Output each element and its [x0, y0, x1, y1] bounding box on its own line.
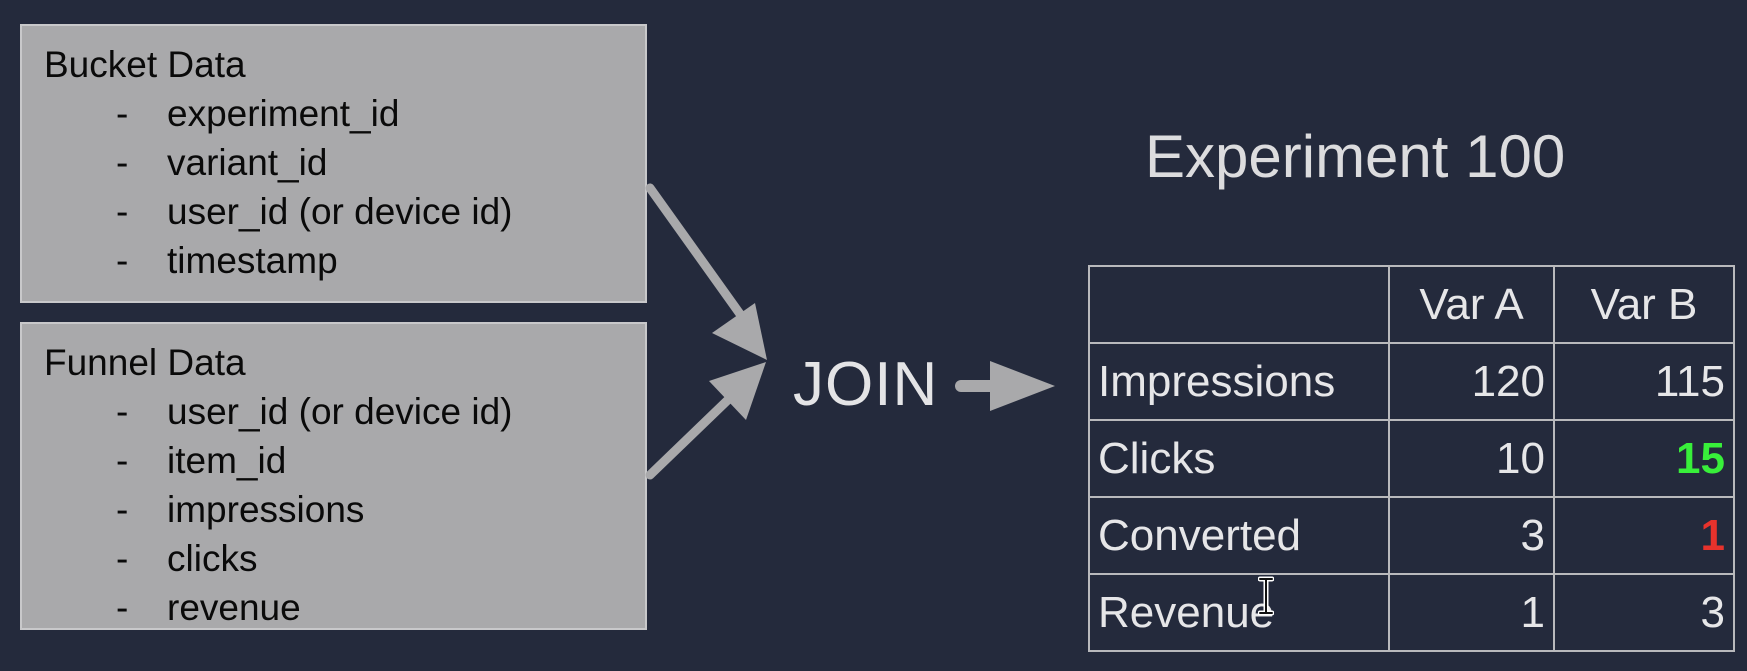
metric-cell: Revenue — [1088, 573, 1390, 652]
var-b-cell: 115 — [1553, 342, 1735, 421]
table-row: Impressions 120 115 — [1088, 342, 1735, 421]
bullet-dash: - — [116, 191, 129, 232]
join-label: JOIN — [793, 350, 939, 419]
field-name: timestamp — [167, 240, 338, 281]
list-item: - user_id (or device id) — [44, 387, 645, 436]
field-name: user_id (or device id) — [167, 391, 513, 432]
field-name: user_id (or device id) — [167, 191, 513, 232]
list-item: - user_id (or device id) — [44, 187, 645, 236]
header-cell-metric — [1088, 265, 1390, 344]
list-item: - revenue — [44, 583, 645, 632]
field-name: experiment_id — [167, 93, 400, 134]
bullet-dash: - — [116, 440, 129, 481]
funnel-arrow-head — [709, 362, 766, 420]
bullet-dash: - — [116, 538, 129, 579]
metric-cell: Clicks — [1088, 419, 1390, 498]
list-item: - impressions — [44, 485, 645, 534]
funnel-data-title: Funnel Data — [44, 342, 246, 383]
var-a-cell: 1 — [1388, 573, 1555, 652]
var-b-cell: 3 — [1553, 573, 1735, 652]
bucket-data-title: Bucket Data — [44, 44, 246, 85]
bullet-dash: - — [116, 93, 129, 134]
funnel-data-box: Funnel Data - user_id (or device id) - i… — [20, 322, 647, 630]
var-b-cell-highlight-up: 15 — [1553, 419, 1735, 498]
bullet-dash: - — [116, 142, 129, 183]
experiment-title: Experiment 100 — [1145, 123, 1566, 190]
field-name: clicks — [167, 538, 258, 579]
bucket-field-list: - experiment_id - variant_id - user_id (… — [44, 89, 645, 285]
field-name: variant_id — [167, 142, 328, 183]
results-table: Var A Var B Impressions 120 115 Clicks 1… — [1088, 265, 1735, 652]
var-a-cell: 3 — [1388, 496, 1555, 575]
bullet-dash: - — [116, 489, 129, 530]
funnel-field-list: - user_id (or device id) - item_id - imp… — [44, 387, 645, 632]
metric-cell: Converted — [1088, 496, 1390, 575]
table-row: Clicks 10 15 — [1088, 419, 1735, 498]
list-item: - experiment_id — [44, 89, 645, 138]
field-name: impressions — [167, 489, 365, 530]
bucket-arrow-shaft — [645, 183, 745, 319]
bullet-dash: - — [116, 587, 129, 628]
var-a-cell: 120 — [1388, 342, 1555, 421]
join-arrow-head — [990, 361, 1055, 411]
field-name: revenue — [167, 587, 301, 628]
var-b-cell-highlight-down: 1 — [1553, 496, 1735, 575]
funnel-arrow-shaft — [645, 390, 738, 480]
table-header-row: Var A Var B — [1088, 265, 1735, 344]
var-a-cell: 10 — [1388, 419, 1555, 498]
text-cursor-icon — [1258, 576, 1274, 616]
field-name: item_id — [167, 440, 287, 481]
bucket-data-box: Bucket Data - experiment_id - variant_id… — [20, 24, 647, 303]
list-item: - variant_id — [44, 138, 645, 187]
metric-cell: Impressions — [1088, 342, 1390, 421]
list-item: - timestamp — [44, 236, 645, 285]
bucket-arrow-head — [712, 303, 767, 360]
list-item: - item_id — [44, 436, 645, 485]
table-row: Converted 3 1 — [1088, 496, 1735, 575]
bullet-dash: - — [116, 240, 129, 281]
header-cell-var-a: Var A — [1388, 265, 1555, 344]
list-item: - clicks — [44, 534, 645, 583]
bullet-dash: - — [116, 391, 129, 432]
header-cell-var-b: Var B — [1553, 265, 1735, 344]
table-row: Revenue 1 3 — [1088, 573, 1735, 652]
